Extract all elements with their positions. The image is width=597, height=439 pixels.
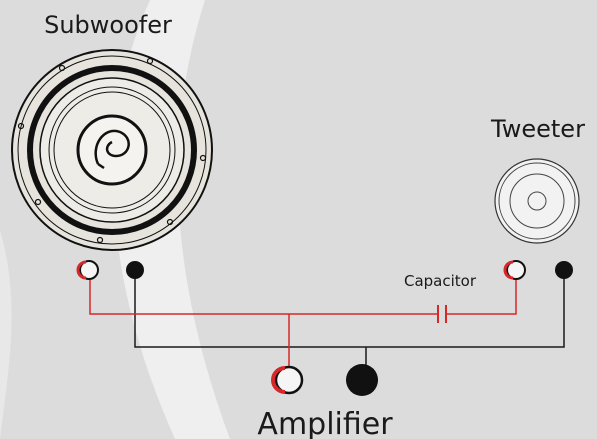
subwoofer-negative-terminal-icon xyxy=(126,261,144,279)
tweeter-negative-terminal-icon xyxy=(555,261,573,279)
background-swoosh-left xyxy=(0,230,12,439)
tweeter-label: Tweeter xyxy=(490,115,585,143)
amplifier-positive-terminal-icon xyxy=(271,365,304,395)
positive-wire xyxy=(89,276,517,370)
capacitor-symbol-icon xyxy=(437,305,447,323)
amplifier-negative-terminal-icon xyxy=(346,364,378,396)
tweeter-positive-terminal-icon xyxy=(503,260,526,280)
amplifier-label: Amplifier xyxy=(257,407,393,439)
capacitor-label: Capacitor xyxy=(404,272,477,290)
tweeter-speaker-icon xyxy=(494,158,580,244)
subwoofer-label: Subwoofer xyxy=(44,11,172,39)
subwoofer-positive-terminal-icon xyxy=(76,260,99,280)
subwoofer-speaker-icon xyxy=(11,49,213,251)
